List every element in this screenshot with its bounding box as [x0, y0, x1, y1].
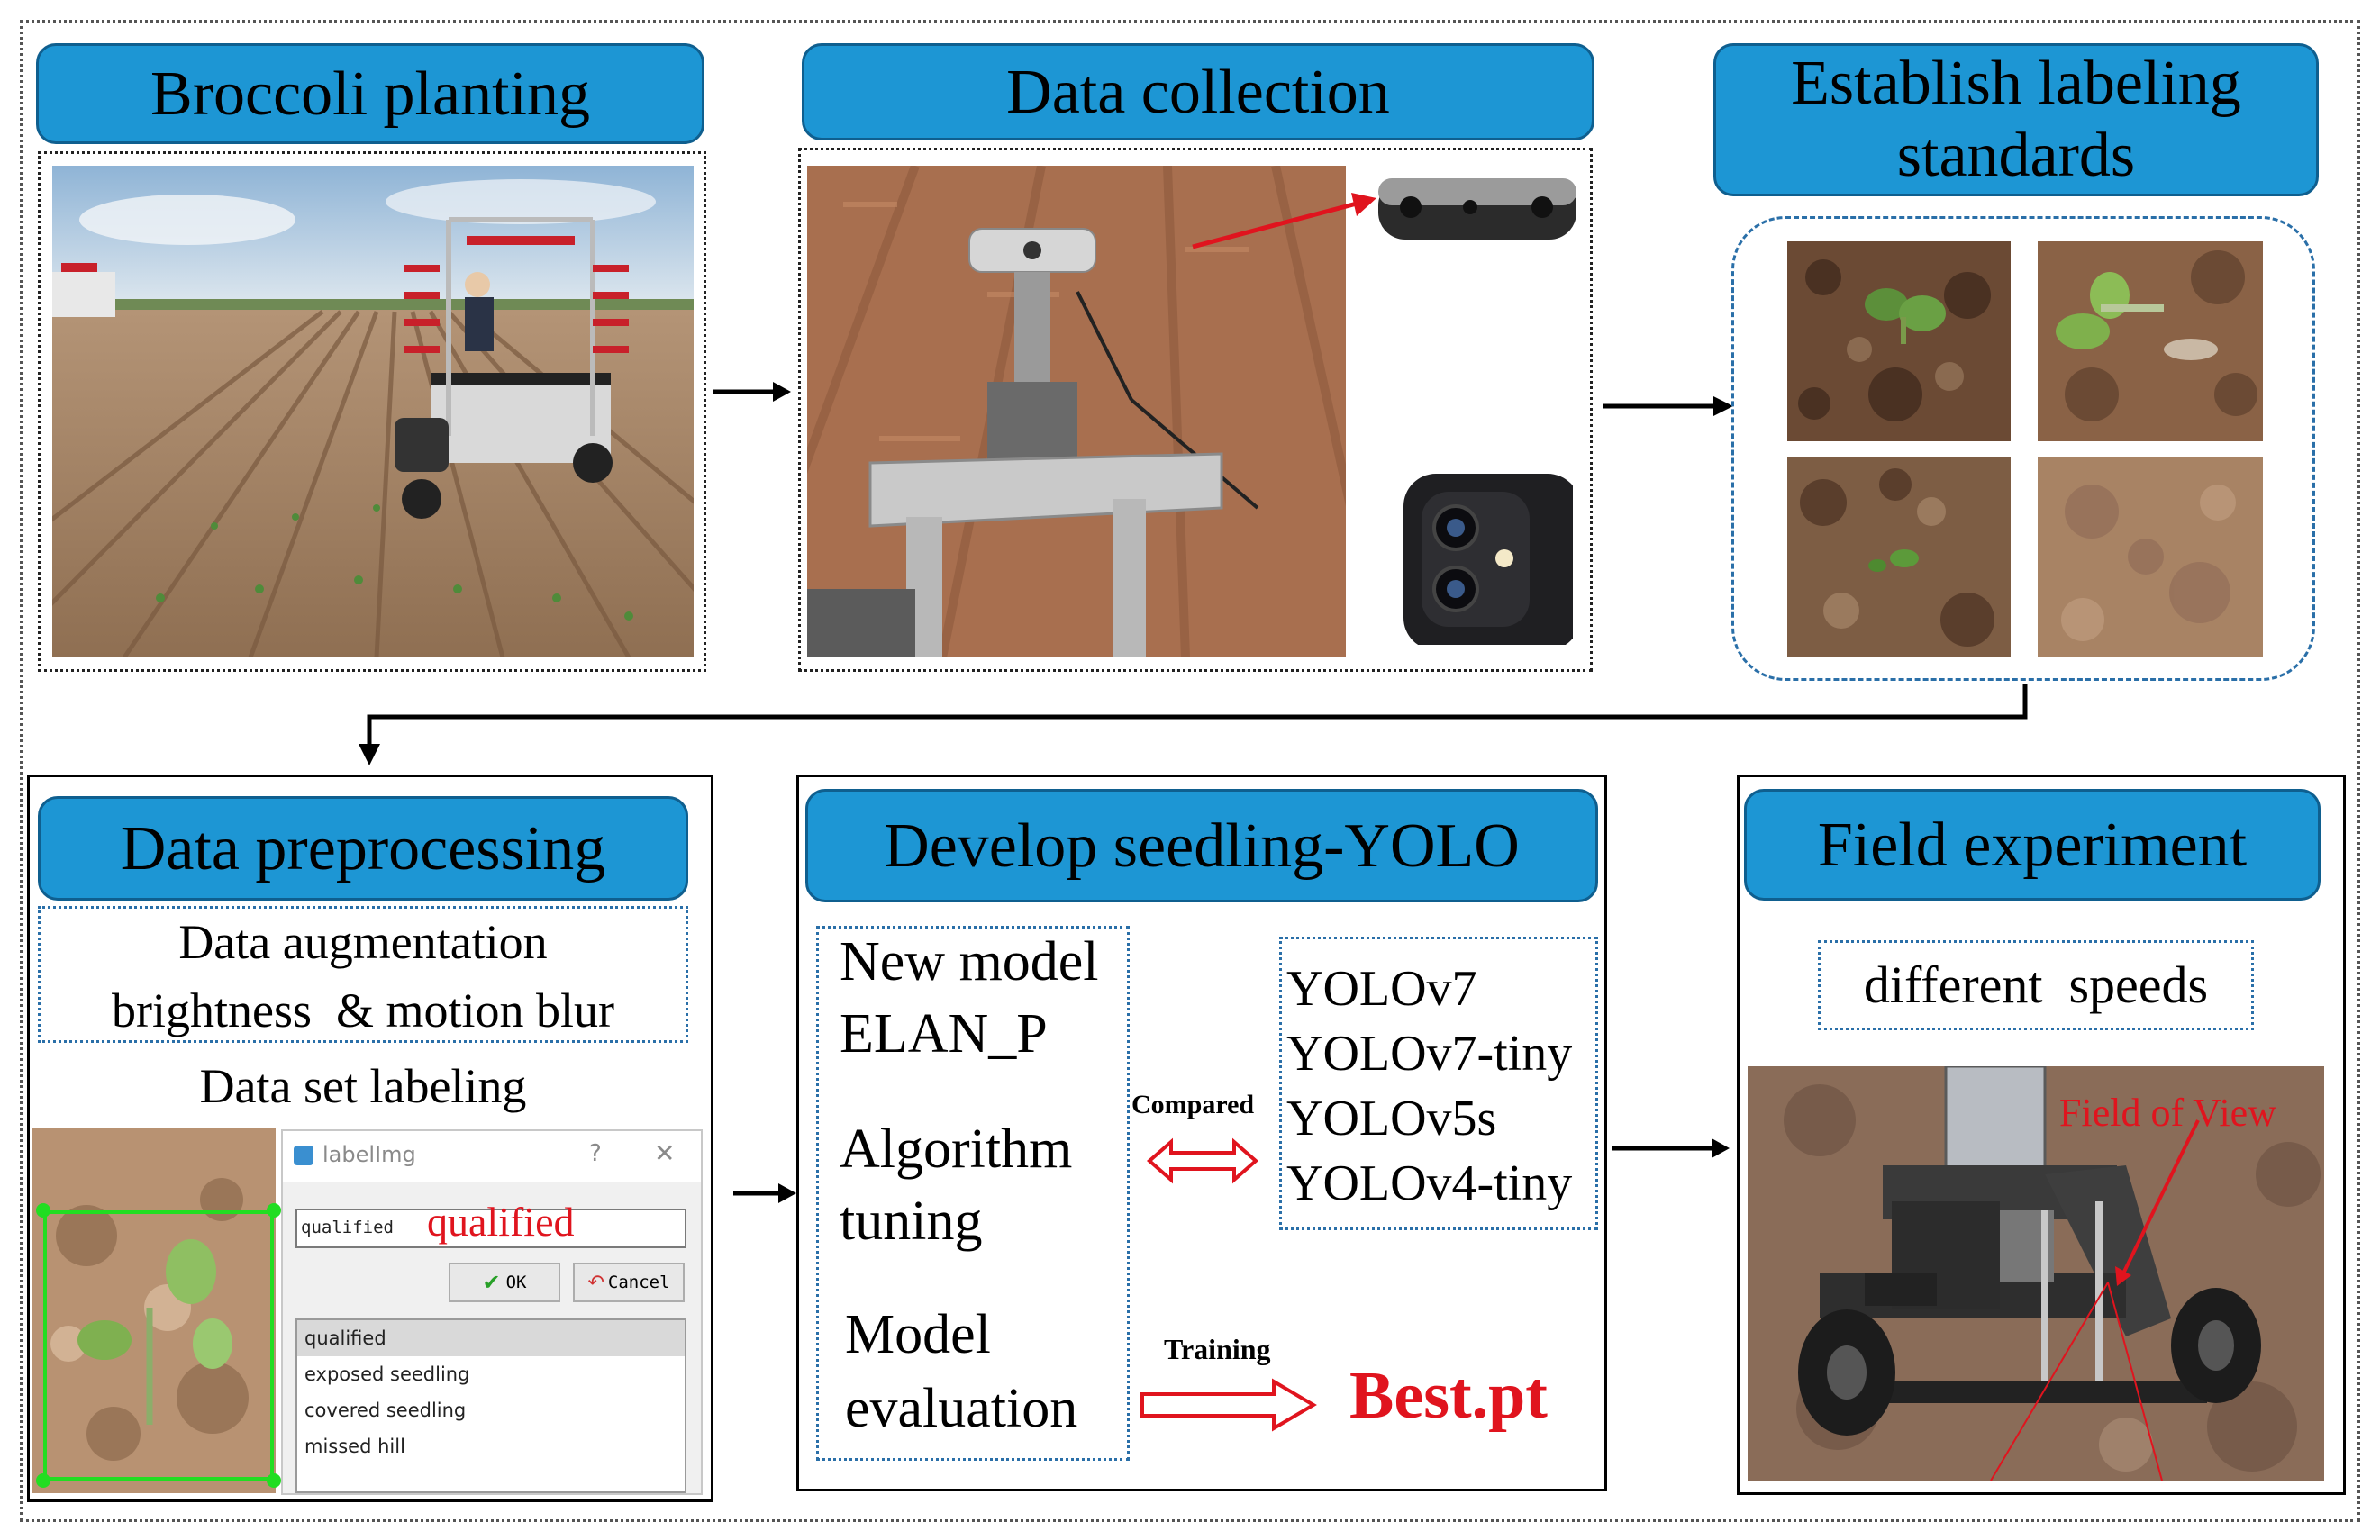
class-list-item-missed[interactable]: missed hill — [304, 1436, 405, 1457]
speeds-text: different speeds — [1863, 956, 2209, 1014]
field-experiment-panel — [1737, 775, 2346, 1495]
evaluation-line2: evaluation — [845, 1378, 1078, 1439]
class-list-item-qualified[interactable]: qualified — [297, 1320, 685, 1356]
standard-missed-photo — [2038, 457, 2263, 657]
standard-covered-photo — [1787, 457, 2011, 657]
compare-double-arrow — [1146, 1137, 1259, 1185]
new-model-line2: ELAN_P — [840, 1003, 1048, 1064]
cancel-button-label: Cancel — [607, 1273, 670, 1292]
data-collection-photo-frame — [798, 148, 1593, 672]
depth-camera-photo — [1371, 155, 1582, 263]
class-list-item-exposed[interactable]: exposed seedling — [304, 1363, 470, 1385]
field-of-view-label: Field of View — [2059, 1091, 2276, 1135]
class-list: qualified exposed seedling covered seedl… — [295, 1318, 686, 1493]
bbox-handle-bottom-left[interactable] — [36, 1473, 50, 1488]
baseline-models-list: YOLOv7 YOLOv7-tiny YOLOv5s YOLOv4-tiny — [1286, 956, 1598, 1216]
broccoli-planting-photo-frame — [38, 151, 706, 672]
baseline-model-yolov7-tiny: YOLOv7-tiny — [1286, 1026, 1573, 1082]
develop-model-panel — [796, 775, 1607, 1491]
bbox-handle-top-left[interactable] — [36, 1203, 50, 1218]
broccoli-planting-photo — [52, 166, 694, 657]
ok-button-label: OK — [505, 1273, 527, 1292]
labeling-standards-title-line1: Establish labeling — [1791, 48, 2241, 118]
tuning-line2: tuning — [840, 1191, 983, 1252]
qualified-overlay-label: qualified — [427, 1199, 575, 1245]
develop-model-title-text: Develop seedling-YOLO — [884, 811, 1520, 881]
help-icon[interactable]: ? — [589, 1140, 602, 1167]
training-arrow — [1139, 1378, 1319, 1432]
labeling-standards-frame — [1731, 216, 2315, 681]
baseline-model-yolov7: YOLOv7 — [1286, 961, 1477, 1017]
data-collection-title-text: Data collection — [1006, 57, 1390, 127]
arrow-preprocessing-to-develop — [731, 1180, 798, 1207]
data-collection-title: Data collection — [802, 43, 1594, 140]
undo-icon: ↶ — [587, 1271, 604, 1294]
labelimg-window-title: labelImg — [322, 1142, 416, 1167]
speeds-box — [1818, 940, 2254, 1030]
labeling-standards-title: Establish labeling standards — [1713, 43, 2319, 196]
label-input[interactable] — [295, 1209, 686, 1248]
ok-button[interactable]: ✔ OK — [449, 1263, 560, 1302]
best-pt-output: Best.pt — [1349, 1359, 1548, 1433]
model-steps-box — [816, 926, 1130, 1461]
label-input-value: qualified — [301, 1218, 394, 1237]
check-icon: ✔ — [482, 1270, 501, 1295]
arrow-standards-to-preprocessing — [351, 681, 2036, 771]
arrow-collection-to-standards — [1602, 393, 1735, 420]
new-model-line1: New model — [840, 931, 1099, 992]
broccoli-planting-title: Broccoli planting — [36, 43, 704, 144]
standard-qualified-photo — [1787, 241, 2011, 441]
labelimg-titlebar — [283, 1131, 701, 1182]
close-icon[interactable]: ✕ — [654, 1138, 676, 1168]
camera-pointer-arrow — [1189, 189, 1378, 252]
field-robot-photo — [1748, 1066, 2324, 1481]
baseline-model-yolov5s: YOLOv5s — [1286, 1091, 1497, 1146]
phone-camera-photo — [1400, 468, 1573, 645]
compared-label: Compared — [1131, 1090, 1255, 1119]
data-preprocessing-panel — [27, 775, 713, 1502]
labeling-seedling-photo — [32, 1128, 276, 1493]
arrow-develop-to-field — [1611, 1135, 1733, 1162]
develop-model-title: Develop seedling-YOLO — [805, 789, 1598, 902]
labelimg-app-icon — [294, 1146, 313, 1165]
standard-exposed-photo — [2038, 241, 2263, 441]
bounding-box[interactable] — [43, 1210, 274, 1481]
field-experiment-title: Field experiment — [1744, 789, 2321, 901]
bbox-handle-bottom-right[interactable] — [267, 1473, 281, 1488]
augmentation-line2: brightness & motion blur — [112, 983, 614, 1037]
labeling-standards-title-line2: standards — [1896, 121, 2136, 190]
data-preprocessing-title-text: Data preprocessing — [120, 813, 606, 883]
baseline-models-box — [1279, 937, 1598, 1230]
evaluation-line1: Model — [845, 1304, 991, 1365]
field-experiment-title-text: Field experiment — [1817, 810, 2248, 880]
baseline-model-yolov4-tiny: YOLOv4-tiny — [1286, 1155, 1573, 1211]
class-list-item-covered[interactable]: covered seedling — [304, 1400, 467, 1421]
cancel-button[interactable]: ↶ Cancel — [573, 1263, 685, 1302]
bbox-handle-top-right[interactable] — [267, 1203, 281, 1218]
data-preprocessing-title: Data preprocessing — [38, 796, 688, 901]
outer-frame — [20, 20, 2360, 1522]
augmentation-line1: Data augmentation — [178, 915, 548, 969]
arrow-planting-to-collection — [712, 378, 793, 405]
broccoli-planting-title-text: Broccoli planting — [150, 59, 590, 129]
dataset-labeling-title: Data set labeling — [199, 1059, 527, 1113]
tuning-line1: Algorithm — [840, 1119, 1073, 1180]
data-collection-photo — [807, 166, 1346, 657]
augmentation-box — [38, 906, 688, 1043]
training-label: Training — [1164, 1333, 1271, 1365]
